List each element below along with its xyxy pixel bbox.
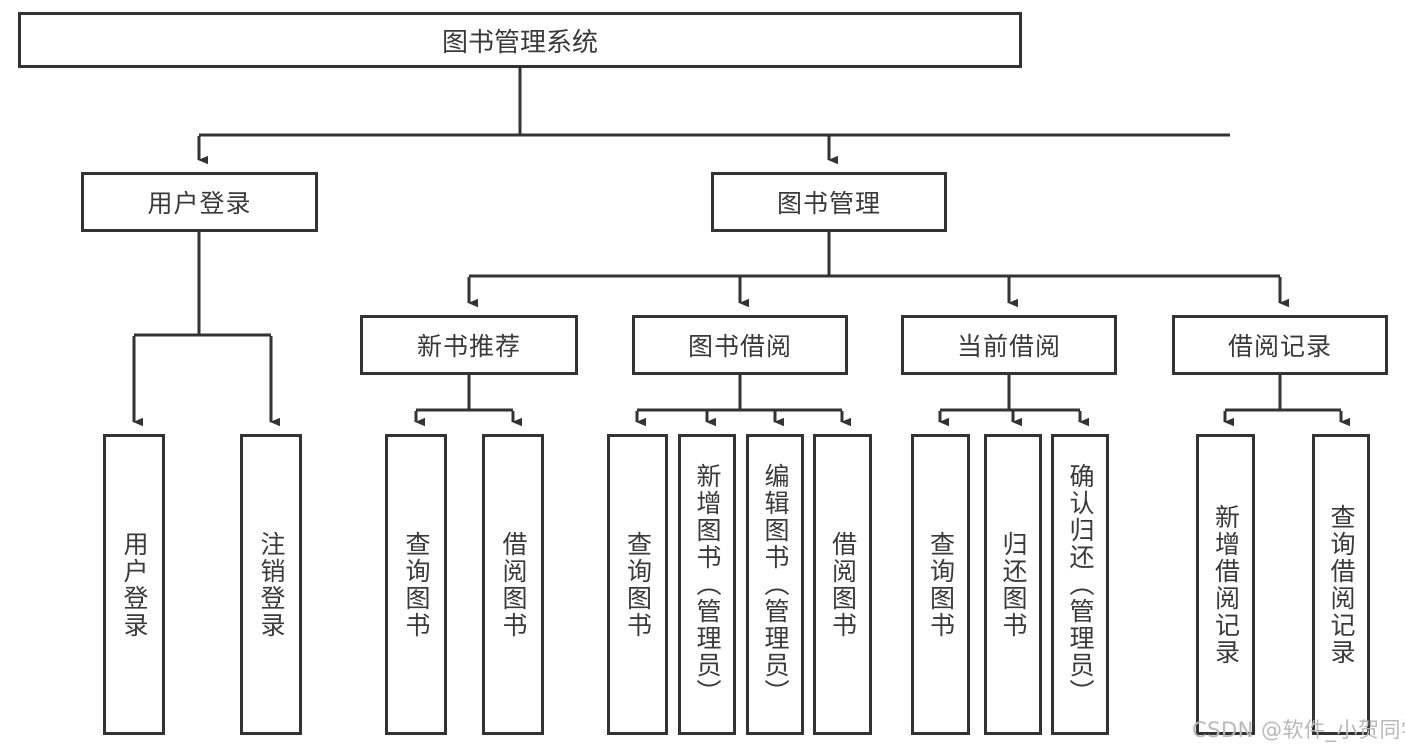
leaf-label: 新增借阅记录 <box>1211 503 1241 666</box>
node-label: 借阅记录 <box>1227 332 1332 361</box>
leaf-query-book-current[interactable]: 查询图书 <box>911 434 970 735</box>
leaf-label: 借阅图书 <box>499 530 528 639</box>
node-label: 图书管理 <box>776 189 881 218</box>
leaf-label: 编辑图书（管理员） <box>761 463 790 706</box>
leaf-label: 注销登录 <box>257 530 286 639</box>
node-label: 当前借阅 <box>956 332 1061 361</box>
leaf-borrow-book[interactable]: 借阅图书 <box>813 434 872 735</box>
node-label: 图书管理系统 <box>441 27 598 58</box>
leaf-label: 归还图书 <box>999 530 1028 639</box>
leaf-logout[interactable]: 注销登录 <box>240 434 302 735</box>
leaf-user-login[interactable]: 用户登录 <box>103 434 165 735</box>
leaf-edit-book-admin[interactable]: 编辑图书（管理员） <box>746 434 804 735</box>
node-new-book-recommend[interactable]: 新书推荐 <box>360 315 578 375</box>
node-borrow-record[interactable]: 借阅记录 <box>1172 315 1388 375</box>
node-label: 图书借阅 <box>687 332 792 361</box>
leaf-label: 新增图书（管理员） <box>693 463 722 706</box>
leaf-label: 查询图书 <box>402 530 431 639</box>
node-root-system[interactable]: 图书管理系统 <box>18 12 1022 68</box>
node-book-borrow[interactable]: 图书借阅 <box>632 315 848 375</box>
leaf-confirm-return-admin[interactable]: 确认归还（管理员） <box>1051 434 1109 735</box>
leaf-query-book-borrow[interactable]: 查询图书 <box>607 434 668 735</box>
node-user-login[interactable]: 用户登录 <box>81 172 318 232</box>
node-label: 用户登录 <box>147 189 252 218</box>
node-book-management[interactable]: 图书管理 <box>711 172 947 232</box>
leaf-add-borrow-record[interactable]: 新增借阅记录 <box>1196 434 1255 735</box>
leaf-query-borrow-record[interactable]: 查询借阅记录 <box>1312 434 1370 735</box>
leaf-return-book[interactable]: 归还图书 <box>984 434 1042 735</box>
leaf-add-book-admin[interactable]: 新增图书（管理员） <box>678 434 736 735</box>
leaf-label: 查询图书 <box>623 530 653 639</box>
leaf-borrow-book-recommend[interactable]: 借阅图书 <box>482 434 544 735</box>
leaf-label: 确认归还（管理员） <box>1066 463 1095 706</box>
leaf-query-book-recommend[interactable]: 查询图书 <box>385 434 447 735</box>
node-label: 新书推荐 <box>416 332 521 361</box>
leaf-label: 查询借阅记录 <box>1327 503 1356 666</box>
leaf-label: 用户登录 <box>120 530 149 639</box>
csdn-watermark: CSDN @软件_小贺同学 <box>1192 718 1405 742</box>
leaf-label: 借阅图书 <box>828 530 858 639</box>
node-current-borrow[interactable]: 当前借阅 <box>901 315 1117 375</box>
leaf-label: 查询图书 <box>926 530 956 639</box>
